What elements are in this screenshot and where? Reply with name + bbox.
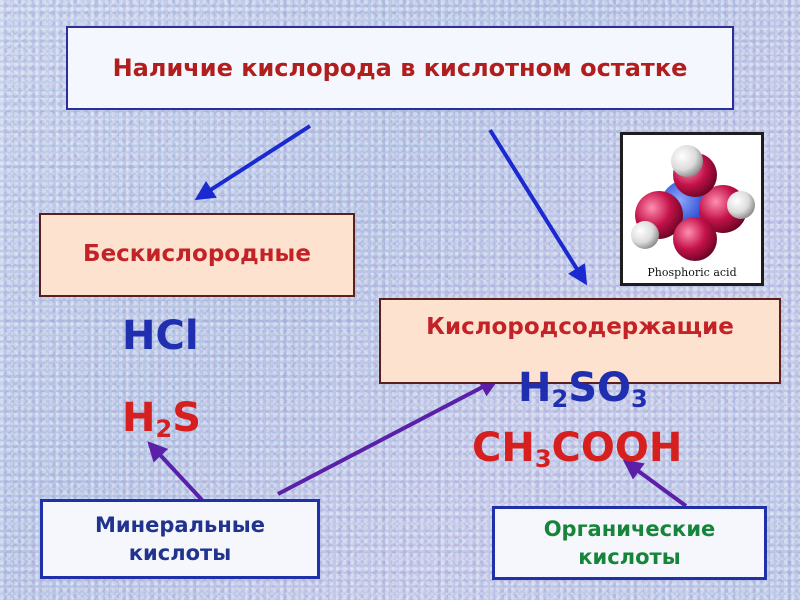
formula-ch3cooh: CH3COOH	[472, 425, 683, 473]
oxygenless-category-box: Бескислородные	[39, 213, 355, 297]
arrow-title-to-oxygen-containing	[488, 128, 588, 286]
mineral-acids-label: Минеральные кислоты	[95, 512, 265, 565]
formula-h2so3: H2SO3	[518, 365, 648, 413]
arrow-title-to-oxygenless	[194, 124, 312, 201]
oxygen-containing-category-box: Кислородсодержащие	[379, 298, 781, 384]
arrow-mineral-to-h2s	[147, 441, 204, 502]
title-box: Наличие кислорода в кислотном остатке	[66, 26, 734, 110]
oxygenless-label: Бескислородные	[83, 241, 311, 268]
molecule-caption: Phosphoric acid	[647, 266, 737, 279]
phosphoric-acid-image: Phosphoric acid	[620, 132, 764, 286]
mineral-acids-box: Минеральные кислоты	[40, 499, 320, 579]
molecule-model-icon	[631, 145, 755, 261]
formula-h2s: H2S	[122, 395, 201, 443]
arrow-organic-to-ch3cooh	[622, 459, 688, 508]
arrow-mineral-to-h2so3	[277, 378, 500, 496]
organic-acids-label: Органические кислоты	[543, 516, 716, 569]
title-text: Наличие кислорода в кислотном остатке	[112, 53, 688, 82]
oxygen-containing-label: Кислородсодержащие	[426, 314, 734, 340]
organic-acids-box: Органические кислоты	[492, 506, 767, 580]
formula-hcl: HCl	[122, 313, 199, 359]
